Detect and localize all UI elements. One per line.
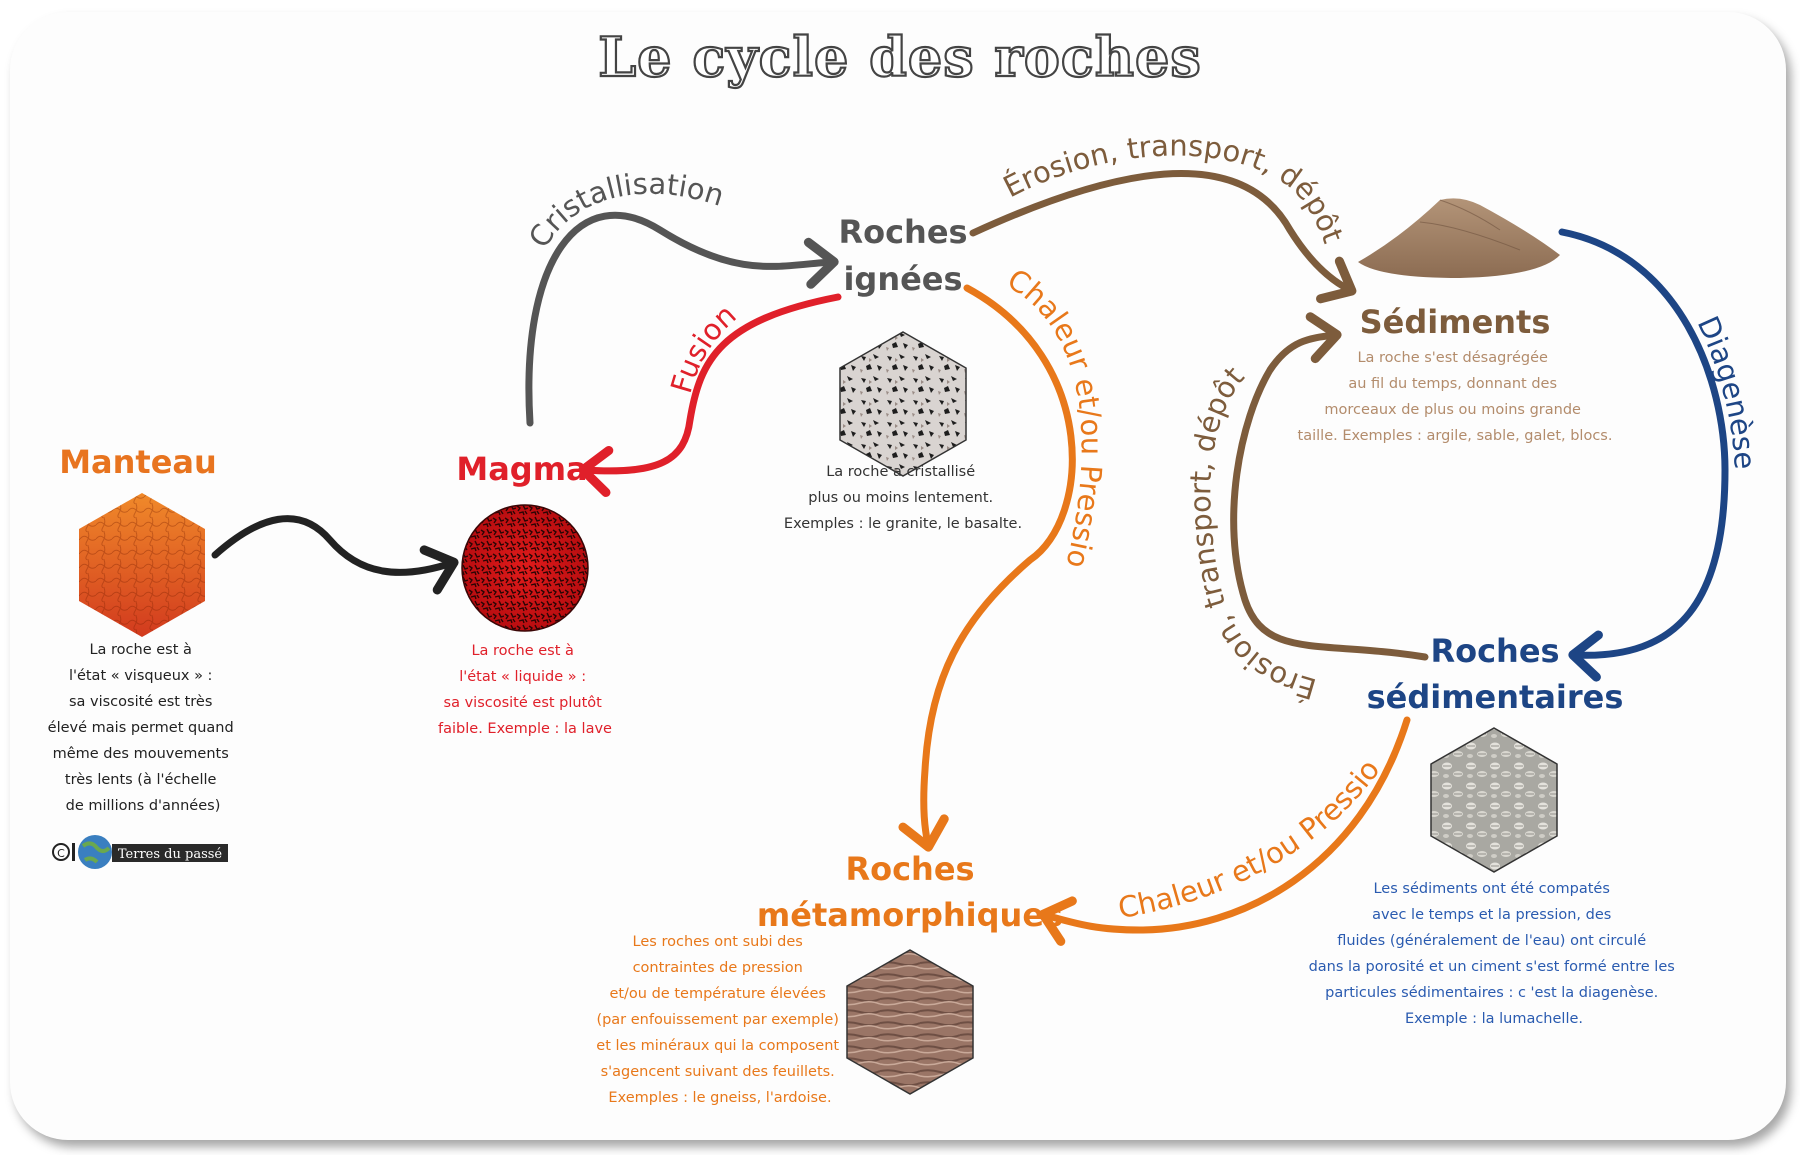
metamorphiques-label-line1: Roches — [845, 850, 974, 888]
erosion-side-arrow — [1230, 312, 1429, 661]
manteau-label: Manteau — [59, 443, 217, 481]
fusion-arrow — [578, 293, 842, 497]
fusion-label: Fusion — [664, 298, 743, 397]
sediments-description: La roche s'est désagrégée au fil du temp… — [1298, 350, 1613, 444]
erosion-top-arrow — [969, 169, 1357, 304]
gneiss-image — [846, 949, 974, 1095]
manteau-to-magma-arrow — [211, 515, 459, 595]
sedimentaires-label-line1: Roches — [1430, 632, 1559, 670]
manteau-image — [79, 493, 205, 637]
ignees-label-line1: Roches — [838, 213, 967, 251]
magma-image — [461, 504, 589, 632]
diagenese-arrow — [1558, 228, 1729, 682]
magma-description: La roche est à l'état « liquide » : sa v… — [438, 643, 612, 737]
svg-text:C: C — [57, 847, 65, 860]
sedimentaires-label-line2: sédimentaires — [1367, 678, 1624, 716]
cristallisation-arrow — [525, 211, 839, 427]
sedimentaires-description: Les sédiments ont été compatés avec le t… — [1309, 881, 1680, 1027]
page-title: Le cycle des roches — [598, 25, 1202, 89]
metamorphiques-label-line2: métamorphiques — [757, 896, 1063, 934]
chaleur-sed-arrow — [1038, 716, 1411, 946]
cristallisation-label: Cristallisation — [522, 166, 728, 253]
granite-image — [839, 331, 967, 477]
erosion-top-label: Érosion, transport, dépôt — [998, 128, 1350, 247]
ignees-description: La roche a cristallisé plus ou moins len… — [784, 464, 1022, 532]
copyright-icon — [52, 843, 70, 861]
manteau-description: La roche est à l'état « visqueux » : sa … — [48, 642, 239, 814]
magma-label: Magma — [456, 450, 587, 488]
credit-badge: C Terres du passé — [52, 835, 228, 869]
ignees-label-line2: ignées — [843, 260, 962, 298]
credit-text: Terres du passé — [118, 847, 223, 862]
chaleur-ignees-arrow — [898, 284, 1076, 852]
metamorphiques-description: Les roches ont subi des contraintes de p… — [596, 934, 843, 1106]
diagenese-label: Diagenèse — [1691, 311, 1762, 470]
sand-pile-image — [1358, 198, 1560, 278]
lumachelle-image — [1430, 727, 1558, 873]
poster-card — [10, 12, 1786, 1140]
sediments-label: Sédiments — [1360, 303, 1551, 341]
